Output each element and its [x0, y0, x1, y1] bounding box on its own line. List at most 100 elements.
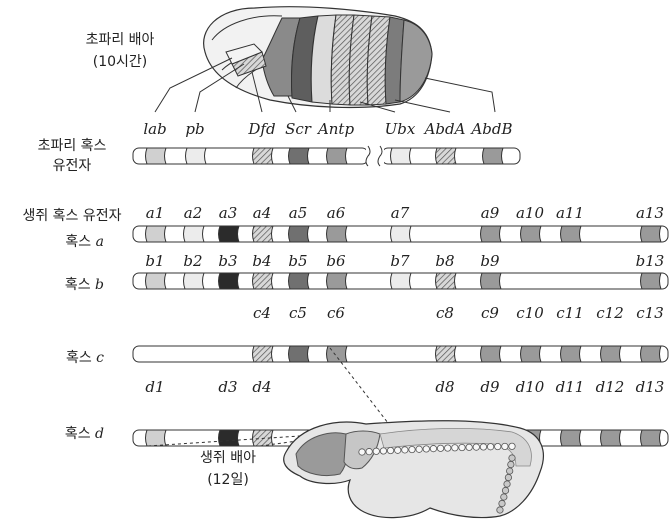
fly-gene-label-dfd: Dfd	[247, 120, 275, 138]
hox-c-chromosome	[133, 346, 668, 362]
hox-gene-label-d10: d10	[516, 378, 545, 396]
hox-gene-d3	[219, 430, 240, 446]
hox-gene-label-a10: a10	[516, 204, 544, 222]
hox-gene-b2	[184, 273, 205, 289]
hox-gene-label-b3: b3	[218, 252, 237, 270]
fly-hox-label-line1: 초파리 혹스	[38, 138, 107, 154]
hox-gene-a10	[521, 226, 542, 242]
fly-gene-antp	[327, 148, 348, 164]
hox-gene-a11	[561, 226, 582, 242]
fly-gene-abda	[436, 148, 457, 164]
somite	[509, 455, 515, 461]
hox-gene-b7	[391, 273, 412, 289]
fly-embryo-illustration	[204, 7, 432, 108]
hox-gene-c11	[561, 346, 582, 362]
hox-gene-a13	[641, 226, 662, 242]
somite	[473, 444, 479, 450]
hox-gene-b6	[327, 273, 348, 289]
hox-gene-label-c11: c11	[556, 304, 584, 322]
hox-gene-label-a6: a6	[327, 204, 346, 222]
somite	[430, 445, 436, 451]
hox-gene-label-d12: d12	[596, 378, 625, 396]
hox-gene-label-c9: c9	[481, 304, 499, 322]
hox-gene-label-d3: d3	[218, 378, 237, 396]
hox-b-label: 혹스 b	[65, 277, 104, 293]
somite	[502, 443, 508, 449]
hox-gene-label-a5: a5	[289, 204, 308, 222]
hox-gene-label-a7: a7	[391, 204, 410, 222]
hox-gene-label-a9: a9	[481, 204, 500, 222]
fly-gene-scr	[289, 148, 310, 164]
hox-gene-b5	[289, 273, 310, 289]
mouse-embryo-time: (12일)	[207, 472, 249, 488]
hox-gene-a3	[219, 226, 240, 242]
somite	[487, 444, 493, 450]
hox-d-label: 혹스 d	[65, 426, 104, 442]
hox-gene-label-d4: d4	[252, 378, 271, 396]
fly-embryo-title: 초파리 배아	[86, 32, 155, 48]
somite	[416, 446, 422, 452]
hox-gene-label-d13: d13	[636, 378, 665, 396]
hox-gene-b13	[641, 273, 662, 289]
hox-gene-label-a2: a2	[184, 204, 203, 222]
hox-gene-c10	[521, 346, 542, 362]
hox-gene-label-d1: d1	[145, 378, 164, 396]
hox-gene-label-b8: b8	[435, 252, 454, 270]
fly-gene-label-scr: Scr	[285, 120, 312, 138]
hox-gene-label-b4: b4	[252, 252, 271, 270]
hox-gene-c6	[327, 346, 348, 362]
mouse-hox-header: 생쥐 혹스 유전자	[22, 208, 121, 224]
hox-gene-c8	[436, 346, 457, 362]
somite	[508, 461, 514, 467]
somite	[501, 494, 507, 500]
somite	[402, 447, 408, 453]
somite	[445, 445, 451, 451]
fly-gene-abdb	[483, 148, 504, 164]
hox-gene-c13	[641, 346, 662, 362]
fly-gene-lab	[146, 148, 167, 164]
somite	[380, 448, 386, 454]
somite	[452, 445, 458, 451]
hox-gene-label-b1: b1	[145, 252, 164, 270]
hox-gene-b8	[436, 273, 457, 289]
hox-gene-c5	[289, 346, 310, 362]
hox-gene-label-a3: a3	[219, 204, 238, 222]
fly-gene-label-ubx: Ubx	[385, 120, 416, 138]
somite	[359, 449, 365, 455]
hox-gene-label-c4: c4	[253, 304, 271, 322]
mouse-embryo-title: 생쥐 배아	[200, 450, 256, 466]
hox-gene-label-c13: c13	[636, 304, 664, 322]
hox-gene-d11	[561, 430, 582, 446]
fly-gene-label-abdb: AbdB	[469, 120, 512, 138]
somite	[480, 444, 486, 450]
fly-gene-label-lab: lab	[143, 120, 166, 138]
hox-gene-c12	[601, 346, 622, 362]
somite	[509, 443, 515, 449]
fly-gene-dfd	[253, 148, 274, 164]
hox-gene-label-a13: a13	[636, 204, 664, 222]
somite	[502, 487, 508, 493]
hox-gene-label-c12: c12	[596, 304, 624, 322]
fly-gene-label-abda: AbdA	[423, 120, 466, 138]
somite	[505, 474, 511, 480]
fly-gene-label-antp: Antp	[316, 120, 355, 138]
hox-a-label: 혹스 a	[65, 234, 104, 250]
fly-gene-pb	[186, 148, 207, 164]
hox-gene-label-b13: b13	[636, 252, 665, 270]
hox-gene-a7	[391, 226, 412, 242]
hox-gene-a5	[289, 226, 310, 242]
hox-gene-d1	[146, 430, 167, 446]
somite	[423, 446, 429, 452]
somite	[437, 445, 443, 451]
hox-gene-b1	[146, 273, 167, 289]
somite	[387, 447, 393, 453]
fly-gene-label-pb: pb	[185, 120, 204, 138]
hox-gene-label-b7: b7	[390, 252, 410, 270]
hox-gene-label-b6: b6	[326, 252, 346, 270]
hox-gene-a1	[146, 226, 167, 242]
hox-gene-label-d9: d9	[480, 378, 500, 396]
hox-gene-label-a4: a4	[253, 204, 272, 222]
hox-gene-label-b5: b5	[288, 252, 307, 270]
somite	[395, 447, 401, 453]
